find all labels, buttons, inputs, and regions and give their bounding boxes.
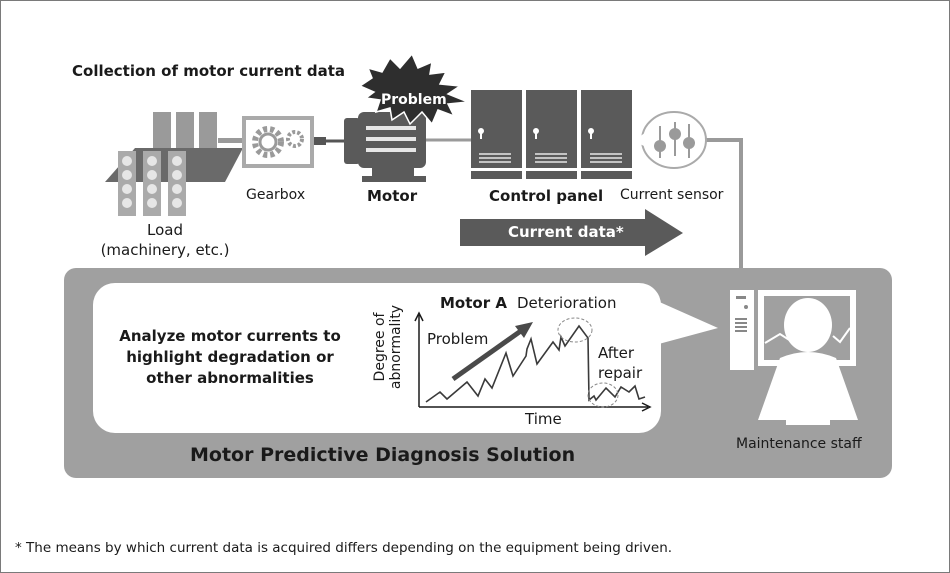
chart-title: Motor A — [440, 294, 507, 312]
y-axis-label-line1: Degree of — [372, 312, 388, 382]
sensor-cable — [705, 138, 743, 290]
deterioration-label: Deterioration — [517, 294, 617, 312]
current-data-label: Current data* — [508, 223, 624, 241]
y-axis-arrowhead — [414, 311, 424, 322]
gearbox-icon — [242, 116, 345, 168]
y-axis-label: Degree of abnormality — [372, 292, 404, 402]
analysis-bubble — [93, 283, 661, 433]
current-sensor-icon — [634, 111, 707, 169]
repair-label: repair — [598, 364, 643, 382]
load-label-line1: Load — [147, 221, 183, 239]
after-repair-circle — [587, 382, 619, 408]
problem-arrow-shaft — [451, 325, 527, 382]
maintenance-staff-label: Maintenance staff — [736, 436, 862, 452]
load-icon — [105, 112, 248, 216]
deterioration-circle — [557, 317, 593, 343]
y-axis-label-line2: abnormality — [388, 304, 404, 390]
footnote: * The means by which current data is acq… — [15, 540, 673, 556]
x-axis-arrowhead — [641, 402, 652, 412]
motor-icon — [344, 112, 426, 182]
bubble-pointer — [655, 300, 718, 345]
analyze-text: Analyze motor currents to highlight degr… — [119, 327, 341, 387]
collection-title: Collection of motor current data — [72, 62, 346, 80]
current-data-arrow — [460, 209, 683, 256]
current-sensor-label: Current sensor — [620, 187, 724, 203]
abnormality-line — [425, 324, 646, 403]
maintenance-staff-icon — [758, 298, 858, 425]
load-label: Load (machinery, etc.) — [90, 220, 240, 260]
problem-label: Problem — [427, 330, 489, 348]
after-label: After — [598, 344, 635, 362]
problem-burst-label: Problem — [381, 92, 447, 108]
computer-tower-icon — [730, 290, 754, 370]
gearbox-label: Gearbox — [246, 187, 306, 203]
load-label-line2: (machinery, etc.) — [100, 241, 230, 259]
mini-chart — [414, 311, 652, 412]
problem-burst-icon — [358, 52, 469, 126]
solution-title: Motor Predictive Diagnosis Solution — [190, 444, 576, 466]
control-panel-icon — [471, 90, 632, 179]
x-axis-label: Time — [525, 410, 562, 428]
control-panel-label: Control panel — [489, 187, 604, 205]
problem-arrow-head — [515, 322, 533, 338]
motor-label: Motor — [367, 187, 418, 205]
